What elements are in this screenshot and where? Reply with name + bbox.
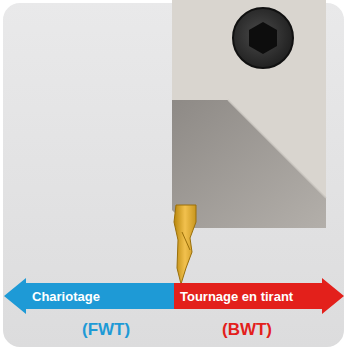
arrow-label: Chariotage xyxy=(32,289,100,304)
direction-code: (FWT) xyxy=(82,320,130,340)
arrow-fill xyxy=(174,278,344,314)
arrow-fill xyxy=(4,278,174,314)
direction-arrow: Tournage en tirant(BWT) xyxy=(174,278,344,314)
arrow-body: Chariotage xyxy=(4,278,174,314)
direction-arrow: Chariotage(FWT) xyxy=(4,278,174,314)
direction-code: (BWT) xyxy=(222,320,272,340)
arrow-body: Tournage en tirant xyxy=(174,278,344,314)
arrow-label: Tournage en tirant xyxy=(180,289,293,304)
